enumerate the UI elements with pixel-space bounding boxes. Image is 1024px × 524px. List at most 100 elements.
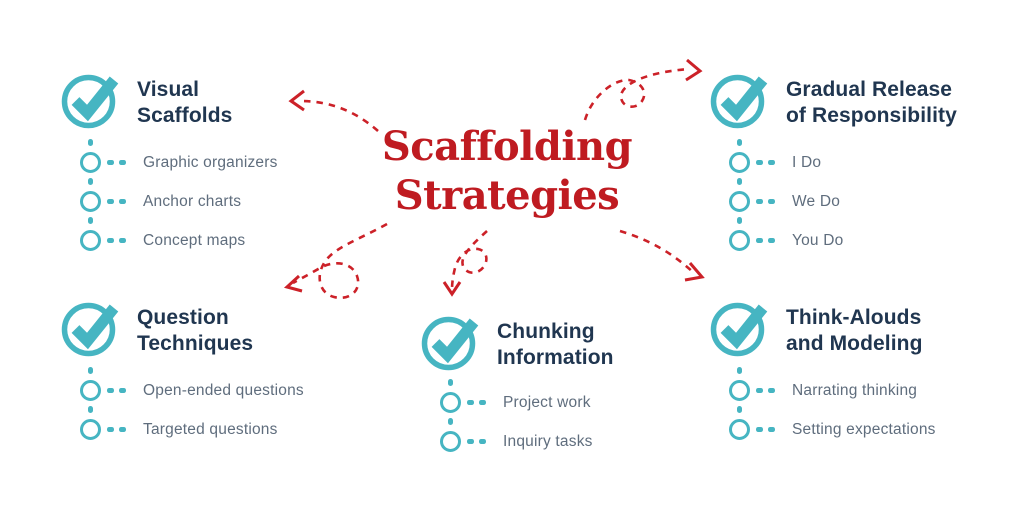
check-circle-icon xyxy=(710,74,768,129)
item-list: I Do We Do You Do xyxy=(729,139,844,269)
section-title-line2: and Modeling xyxy=(786,332,923,355)
bullet-ring-icon xyxy=(729,419,750,440)
bullet-dash-icon xyxy=(768,160,775,165)
bullet-dash-icon xyxy=(755,199,763,204)
check-circle-icon xyxy=(61,302,119,357)
bullet-ring-icon xyxy=(80,230,101,251)
section-title-line1: Chunking xyxy=(497,320,595,343)
bullet-dash-icon xyxy=(119,199,126,204)
page-title-line1: Scaffolding xyxy=(381,123,633,170)
connector-dash-icon xyxy=(448,418,453,425)
list-item: We Do xyxy=(729,178,843,212)
section-title: Think-Alouds and Modeling xyxy=(786,305,996,357)
connector-dash-icon xyxy=(88,178,93,185)
list-item: Open-ended questions xyxy=(80,367,304,401)
item-label: Open-ended questions xyxy=(143,381,304,399)
item-list: Graphic organizers Anchor charts Concept… xyxy=(80,139,278,269)
check-circle-icon xyxy=(710,302,768,357)
bullet-ring-icon xyxy=(80,191,101,212)
section-title-line1: Gradual Release xyxy=(786,78,953,101)
item-list: Narrating thinking Setting expectations xyxy=(729,367,936,458)
page-title-line2: Strategies xyxy=(394,172,620,219)
page-title: Scaffolding Strategies xyxy=(307,122,707,220)
bullet-ring-icon xyxy=(80,152,101,173)
bullet-dash-icon xyxy=(755,427,763,432)
list-item: Inquiry tasks xyxy=(440,418,593,452)
bullet-dash-icon xyxy=(466,439,474,444)
bullet-ring-icon xyxy=(729,230,750,251)
list-item: I Do xyxy=(729,139,843,173)
bullet-ring-icon xyxy=(729,380,750,401)
bullet-ring-icon xyxy=(729,191,750,212)
item-label: Anchor charts xyxy=(143,192,242,210)
arrow-to-question-techniques-icon xyxy=(283,222,388,300)
bullet-dash-icon xyxy=(119,427,126,432)
item-label: Project work xyxy=(503,393,591,411)
bullet-ring-icon xyxy=(729,152,750,173)
connector-dash-icon xyxy=(88,367,93,374)
item-label: You Do xyxy=(792,231,844,249)
item-label: Inquiry tasks xyxy=(503,432,593,450)
arrow-to-chunking-information-icon xyxy=(442,230,488,297)
bullet-ring-icon xyxy=(80,419,101,440)
check-circle-icon xyxy=(421,316,479,371)
bullet-dash-icon xyxy=(755,388,763,393)
bullet-dash-icon xyxy=(768,388,775,393)
bullet-dash-icon xyxy=(106,427,114,432)
section-title-line2: Scaffolds xyxy=(137,104,233,127)
bullet-dash-icon xyxy=(119,388,126,393)
item-label: Concept maps xyxy=(143,231,246,249)
bullet-ring-icon xyxy=(80,380,101,401)
list-item: Narrating thinking xyxy=(729,367,936,401)
connector-dash-icon xyxy=(88,139,93,146)
check-circle-icon xyxy=(61,74,119,129)
bullet-dash-icon xyxy=(466,400,474,405)
bullet-dash-icon xyxy=(768,199,775,204)
section-title-line2: of Responsibility xyxy=(786,104,957,127)
item-label: Narrating thinking xyxy=(792,381,918,399)
list-item: Graphic organizers xyxy=(80,139,278,173)
bullet-dash-icon xyxy=(768,238,775,243)
section-title: Visual Scaffolds xyxy=(137,77,347,129)
bullet-dash-icon xyxy=(479,439,486,444)
section-title: Gradual Release of Responsibility xyxy=(786,77,996,129)
item-label: Setting expectations xyxy=(792,420,936,438)
connector-dash-icon xyxy=(737,367,742,374)
bullet-dash-icon xyxy=(119,238,126,243)
bullet-dash-icon xyxy=(106,160,114,165)
connector-dash-icon xyxy=(737,217,742,224)
section-title: Chunking Information xyxy=(497,319,707,371)
item-list: Open-ended questions Targeted questions xyxy=(80,367,304,458)
bullet-dash-icon xyxy=(755,238,763,243)
bullet-dash-icon xyxy=(768,427,775,432)
connector-dash-icon xyxy=(737,406,742,413)
item-label: We Do xyxy=(792,192,841,210)
bullet-dash-icon xyxy=(119,160,126,165)
bullet-dash-icon xyxy=(106,199,114,204)
bullet-dash-icon xyxy=(106,388,114,393)
connector-dash-icon xyxy=(88,217,93,224)
bullet-dash-icon xyxy=(106,238,114,243)
section-title-line2: Techniques xyxy=(137,332,254,355)
list-item: Concept maps xyxy=(80,217,278,251)
section-title: Question Techniques xyxy=(137,305,347,357)
bullet-ring-icon xyxy=(440,431,461,452)
connector-dash-icon xyxy=(88,406,93,413)
bullet-dash-icon xyxy=(755,160,763,165)
bullet-ring-icon xyxy=(440,392,461,413)
item-label: Targeted questions xyxy=(143,420,278,438)
list-item: Setting expectations xyxy=(729,406,936,440)
item-label: I Do xyxy=(792,153,822,171)
list-item: Targeted questions xyxy=(80,406,304,440)
list-item: Anchor charts xyxy=(80,178,278,212)
list-item: You Do xyxy=(729,217,844,251)
arrow-to-gradual-release-icon xyxy=(583,58,703,121)
bullet-dash-icon xyxy=(479,400,486,405)
list-item: Project work xyxy=(440,379,593,413)
item-label: Graphic organizers xyxy=(143,153,278,171)
connector-dash-icon xyxy=(448,379,453,386)
section-title-line1: Think-Alouds xyxy=(786,306,922,329)
section-title-line2: Information xyxy=(497,346,614,369)
section-title-line1: Question xyxy=(137,306,229,329)
